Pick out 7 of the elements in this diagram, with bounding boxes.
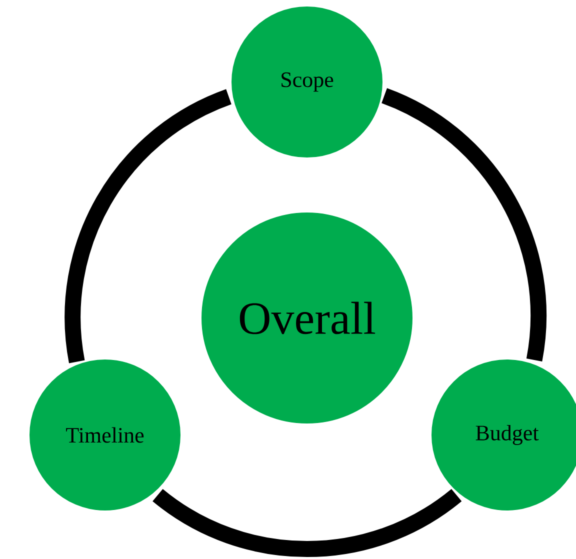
- circle-node: Overall: [198, 210, 416, 426]
- ring-arc: [381, 88, 546, 362]
- ring-arc: [64, 89, 232, 363]
- ring-arc: [152, 488, 462, 557]
- circle-node: Budget: [428, 356, 576, 514]
- circle-node: Timeline: [26, 356, 184, 514]
- circle-node: Scope: [228, 4, 386, 160]
